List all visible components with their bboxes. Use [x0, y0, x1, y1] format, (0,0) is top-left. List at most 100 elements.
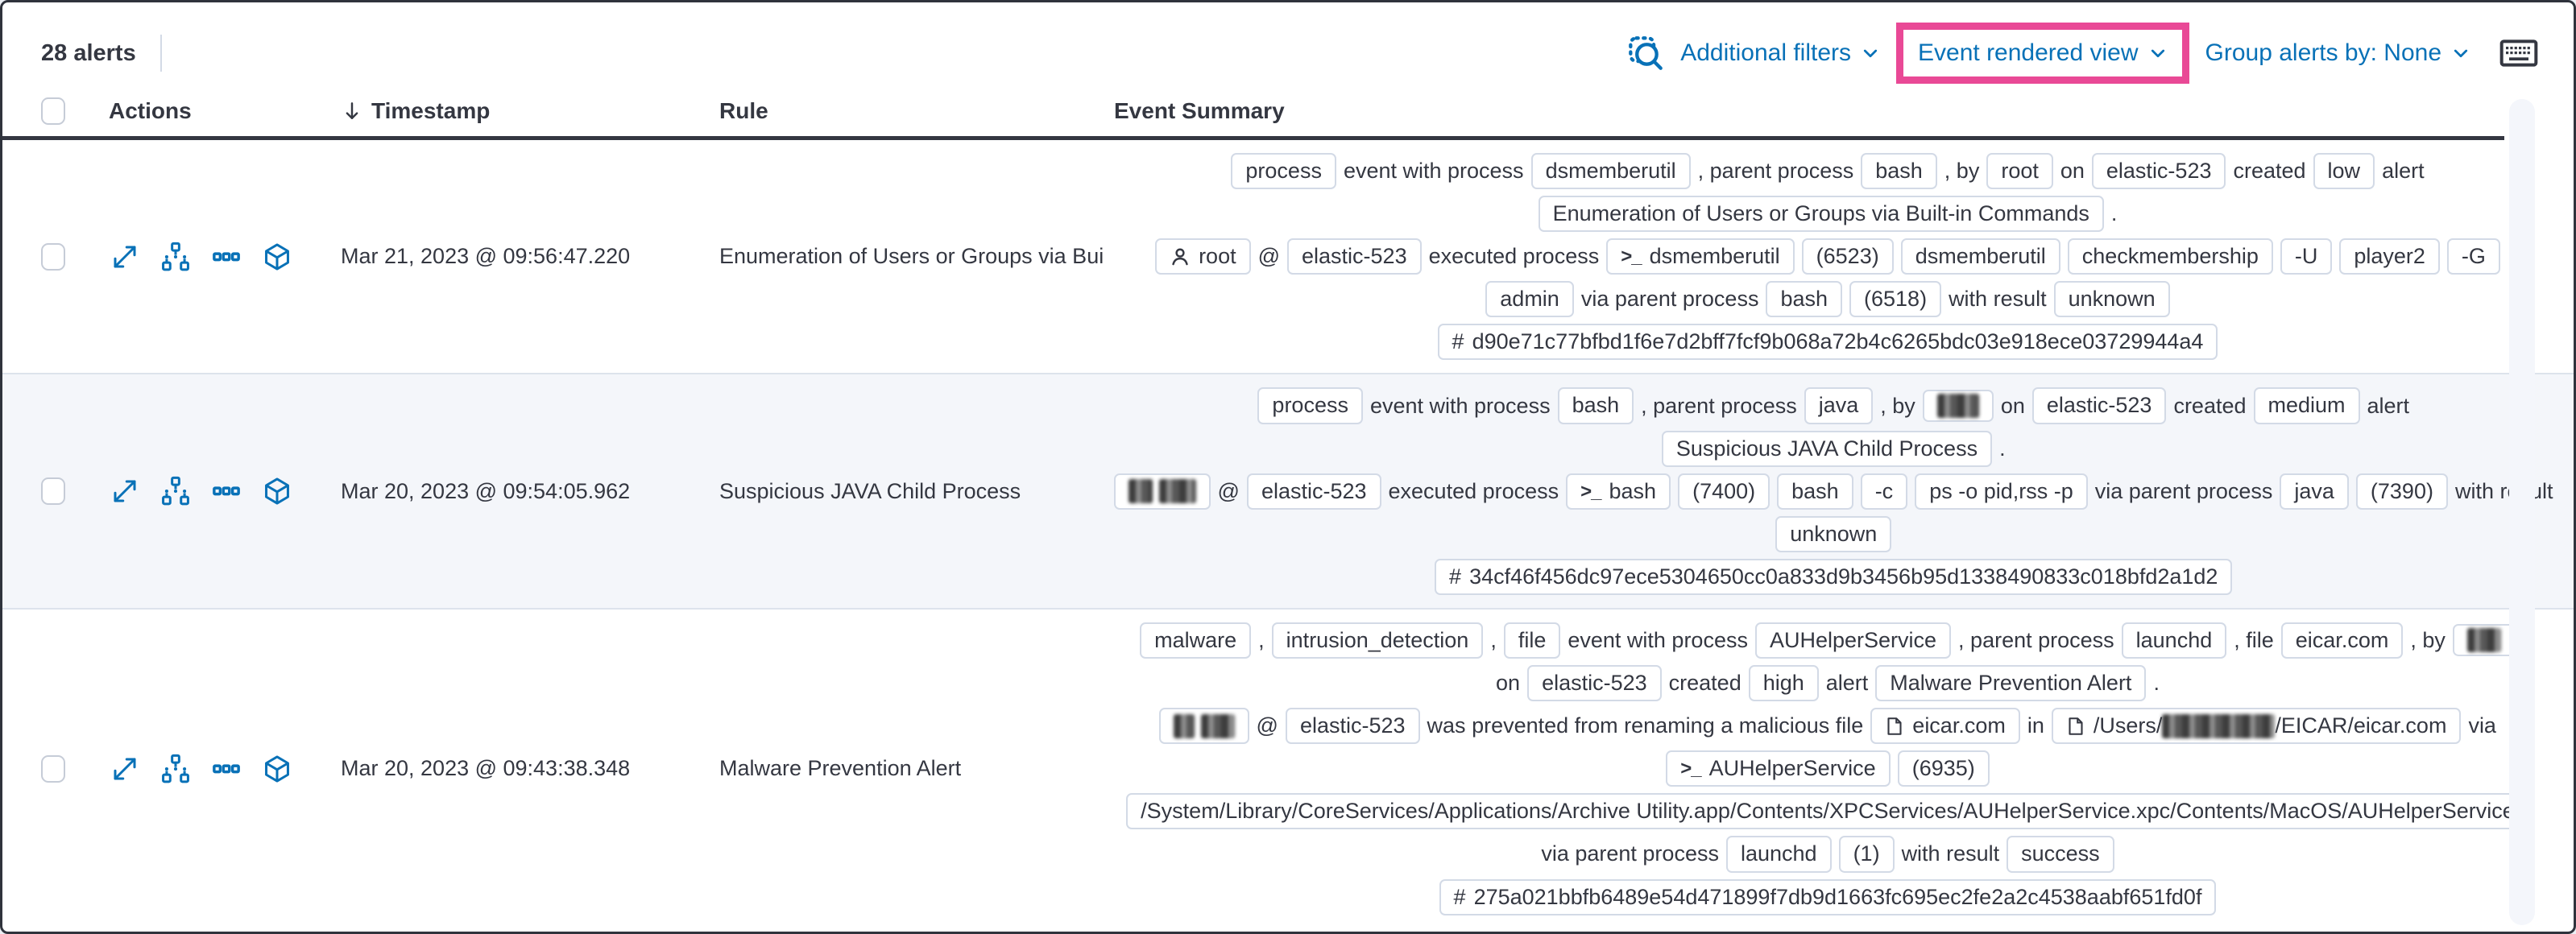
- view-selector-button[interactable]: Event rendered view: [1918, 39, 2168, 67]
- summary-badge[interactable]: root: [1986, 153, 2053, 190]
- investigate-in-timeline-button[interactable]: [262, 242, 292, 272]
- analyze-event-button[interactable]: [160, 476, 191, 506]
- summary-badge[interactable]: (6523): [1801, 238, 1894, 275]
- summary-badge[interactable]: eicar.com: [1870, 708, 2020, 745]
- summary-badge[interactable]: malware: [1140, 622, 1252, 659]
- summary-badge[interactable]: (6935): [1897, 750, 1990, 787]
- expand-alert-button[interactable]: [110, 477, 139, 506]
- summary-badge[interactable]: launchd: [1725, 836, 1832, 873]
- summary-badge[interactable]: AUHelperService: [1754, 622, 1952, 659]
- summary-text: event with process: [1343, 159, 1524, 184]
- summary-badge[interactable]: low: [2313, 153, 2375, 190]
- summary-text: @: [1256, 713, 1278, 738]
- summary-badge[interactable]: Suspicious JAVA Child Process: [1661, 430, 1993, 467]
- summary-text: on: [2000, 393, 2025, 418]
- summary-text: created: [2233, 159, 2306, 184]
- summary-badge[interactable]: elastic-523: [1527, 665, 1662, 702]
- terminal-icon: >_: [1580, 480, 1601, 502]
- more-actions-button[interactable]: [212, 477, 241, 506]
- summary-badge[interactable]: unknown: [1775, 515, 1892, 552]
- summary-badge[interactable]: high: [1748, 665, 1819, 702]
- summary-badge[interactable]: java: [2280, 473, 2349, 510]
- summary-badge[interactable]: [1159, 708, 1249, 745]
- summary-badge[interactable]: (7390): [2355, 473, 2448, 510]
- summary-badge[interactable]: #275a021bbfb6489e54d471899f7db9d1663fc69…: [1439, 878, 2217, 915]
- summary-badge[interactable]: Enumeration of Users or Groups via Built…: [1538, 196, 2104, 233]
- redacted-value: [2162, 713, 2276, 738]
- summary-badge[interactable]: dsmemberutil: [1530, 153, 1691, 190]
- summary-badge[interactable]: file: [1503, 622, 1561, 659]
- inspect-icon[interactable]: [1627, 35, 1664, 72]
- summary-badge[interactable]: -G: [2446, 238, 2500, 275]
- select-all-checkbox[interactable]: [41, 97, 65, 125]
- summary-badge[interactable]: ps -o pid,rss -p: [1915, 473, 2088, 510]
- summary-badge[interactable]: java: [1804, 387, 1874, 424]
- summary-badge[interactable]: process: [1231, 153, 1336, 190]
- more-actions-button[interactable]: [212, 242, 241, 271]
- vertical-scrollbar[interactable]: [2509, 99, 2535, 925]
- summary-text: @: [1257, 244, 1281, 269]
- summary-badge[interactable]: elastic-523: [1287, 238, 1422, 275]
- redacted-value: [1174, 713, 1195, 738]
- summary-badge[interactable]: dsmemberutil: [1900, 238, 2060, 275]
- additional-filters-button[interactable]: Additional filters: [1680, 39, 1880, 67]
- summary-badge[interactable]: [2452, 624, 2516, 657]
- summary-badge[interactable]: bash: [1766, 281, 1843, 318]
- analyze-event-button[interactable]: [160, 242, 191, 272]
- summary-badge[interactable]: (7400): [1678, 473, 1770, 510]
- group-alerts-by-button[interactable]: Group alerts by: None: [2205, 39, 2470, 67]
- summary-badge[interactable]: >_dsmemberutil: [1606, 238, 1795, 275]
- summary-badge[interactable]: elastic-523: [1285, 708, 1420, 745]
- summary-badge[interactable]: (1): [1838, 836, 1895, 873]
- investigate-in-timeline-button[interactable]: [262, 754, 292, 784]
- summary-badge[interactable]: elastic-523: [2091, 153, 2226, 190]
- more-actions-button[interactable]: [212, 754, 241, 783]
- summary-badge[interactable]: [1114, 473, 1211, 510]
- summary-badge[interactable]: elastic-523: [1246, 473, 1381, 510]
- summary-badge[interactable]: >_AUHelperService: [1666, 750, 1891, 787]
- summary-badge[interactable]: eicar.com: [2280, 622, 2404, 659]
- summary-line: >_AUHelperService(6935): [1666, 750, 1990, 787]
- summary-badge[interactable]: elastic-523: [2031, 387, 2167, 424]
- redacted-value: [1129, 479, 1153, 504]
- summary-badge[interactable]: unknown: [2053, 281, 2170, 318]
- summary-badge[interactable]: success: [2007, 836, 2114, 873]
- expand-alert-button[interactable]: [110, 754, 139, 783]
- summary-badge[interactable]: intrusion_detection: [1271, 622, 1484, 659]
- summary-badge[interactable]: -c: [1860, 473, 1908, 510]
- analyze-event-button[interactable]: [160, 754, 191, 784]
- summary-badge[interactable]: #d90e71c77bfbd1f6e7d2bff7fcf9b068a72b4c6…: [1437, 324, 2218, 361]
- summary-badge[interactable]: (6518): [1849, 281, 1942, 318]
- summary-badge[interactable]: bash: [1861, 153, 1937, 190]
- summary-badge[interactable]: checkmembership: [2067, 238, 2273, 275]
- summary-badge[interactable]: /System/Library/CoreServices/Application…: [1126, 793, 2529, 830]
- summary-line: #34cf46f456dc97ece5304650cc0a833d9b3456b…: [1435, 558, 2233, 595]
- summary-badge[interactable]: medium: [2253, 387, 2360, 424]
- investigate-in-timeline-button[interactable]: [262, 476, 292, 506]
- expand-alert-button[interactable]: [110, 242, 139, 271]
- summary-line: Enumeration of Users or Groups via Built…: [1538, 196, 2117, 233]
- summary-badge[interactable]: >_bash: [1566, 473, 1671, 510]
- summary-badge[interactable]: -U: [2280, 238, 2333, 275]
- summary-badge[interactable]: bash: [1557, 387, 1634, 424]
- summary-line: unknown: [1775, 515, 1892, 552]
- summary-badge[interactable]: process: [1257, 387, 1363, 424]
- row-checkbox[interactable]: [41, 754, 65, 783]
- keyboard-shortcuts-icon[interactable]: [2499, 39, 2538, 68]
- summary-badge[interactable]: admin: [1485, 281, 1574, 318]
- summary-badge[interactable]: bash: [1777, 473, 1853, 510]
- row-checkbox[interactable]: [41, 477, 65, 506]
- timestamp-column-header[interactable]: Timestamp: [341, 98, 719, 124]
- summary-badge[interactable]: #34cf46f456dc97ece5304650cc0a833d9b3456b…: [1435, 558, 2233, 595]
- summary-text: with result: [1949, 287, 2047, 312]
- row-checkbox[interactable]: [41, 242, 65, 271]
- summary-badge[interactable]: /Users//EICAR/eicar.com: [2051, 708, 2462, 745]
- summary-badge[interactable]: player2: [2339, 238, 2440, 275]
- summary-badge[interactable]: root: [1155, 238, 1251, 275]
- summary-badge[interactable]: Malware Prevention Alert: [1875, 665, 2147, 702]
- summary-badge[interactable]: [1922, 390, 1994, 423]
- summary-badge[interactable]: launchd: [2121, 622, 2227, 659]
- rule-header-label: Rule: [719, 98, 768, 123]
